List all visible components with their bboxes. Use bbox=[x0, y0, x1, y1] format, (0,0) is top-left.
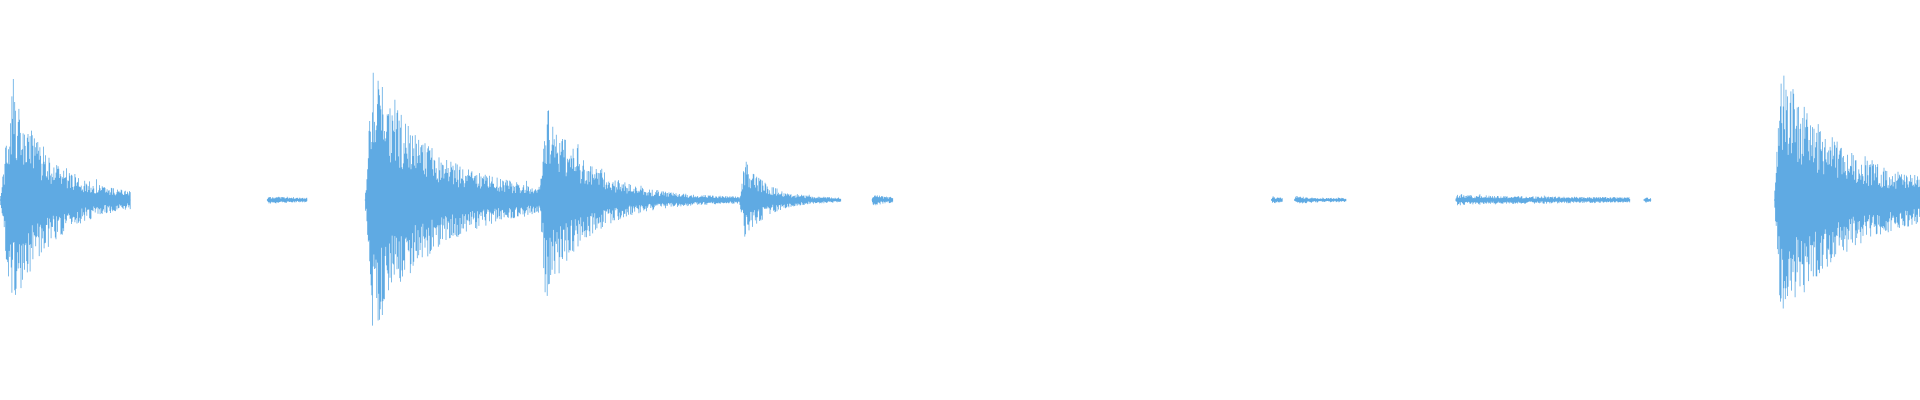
waveform-path bbox=[0, 72, 1920, 326]
waveform-samples bbox=[0, 72, 1920, 326]
